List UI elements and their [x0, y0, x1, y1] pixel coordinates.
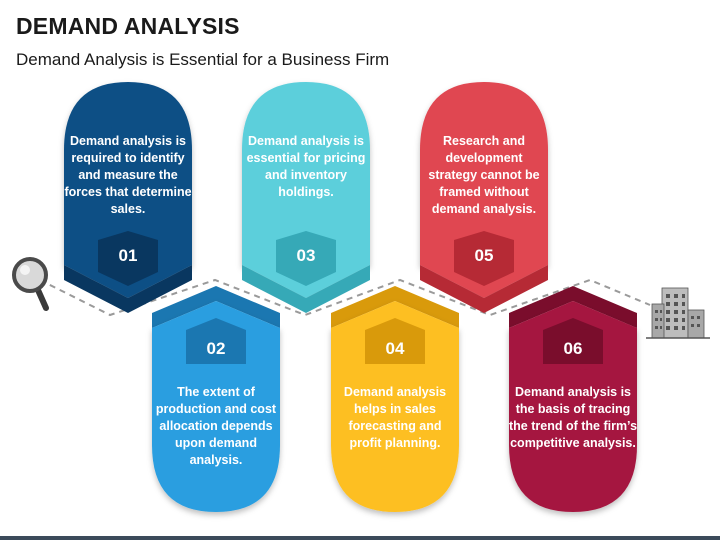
number-tab: [365, 318, 425, 364]
number-tab: [186, 318, 246, 364]
step-card-05: [420, 82, 548, 313]
page-title: DEMAND ANALYSIS: [16, 13, 240, 39]
card-fold: [420, 265, 548, 313]
card-fold: [242, 265, 370, 313]
step-card-01: [64, 82, 192, 313]
magnifier-icon: [12, 257, 49, 311]
card-fold: [152, 286, 280, 328]
step-number-01: 01: [118, 246, 138, 265]
step-01-text: Demand analysis is required to identify …: [64, 134, 192, 216]
step-number-05: 05: [474, 246, 494, 265]
step-02-text: The extent of production and cost alloca…: [155, 385, 277, 467]
card-fold: [64, 265, 192, 313]
card-shape: [152, 301, 280, 512]
card-shape: [331, 301, 459, 512]
card-shape: [509, 301, 637, 512]
step-05-text: Research and development strategy cannot…: [428, 134, 540, 216]
number-tab: [98, 231, 158, 286]
step-card-04: [331, 286, 459, 512]
card-shape: [242, 82, 370, 298]
step-06-text: Demand analysis is the basis of tracing …: [509, 385, 638, 450]
step-03-text: Demand analysis is essential for pricing…: [246, 134, 366, 199]
card-shape: [420, 82, 548, 298]
footer-bar: [0, 536, 720, 540]
page-subtitle: Demand Analysis is Essential for a Busin…: [16, 50, 390, 69]
card-fold: [509, 286, 637, 328]
step-04-text: Demand analysis helps in sales forecasti…: [343, 385, 447, 450]
step-number-02: 02: [206, 339, 226, 358]
number-tab: [543, 318, 603, 364]
step-number-04: 04: [385, 339, 405, 358]
step-card-02: [152, 286, 280, 512]
step-card-03: [242, 82, 370, 313]
step-number-06: 06: [563, 339, 583, 358]
number-tab: [276, 231, 336, 286]
step-number-03: 03: [296, 246, 316, 265]
card-fold: [331, 286, 459, 328]
step-card-06: [509, 286, 637, 512]
building-icon: [646, 287, 710, 339]
number-tab: [454, 231, 514, 286]
card-shape: [64, 82, 192, 298]
